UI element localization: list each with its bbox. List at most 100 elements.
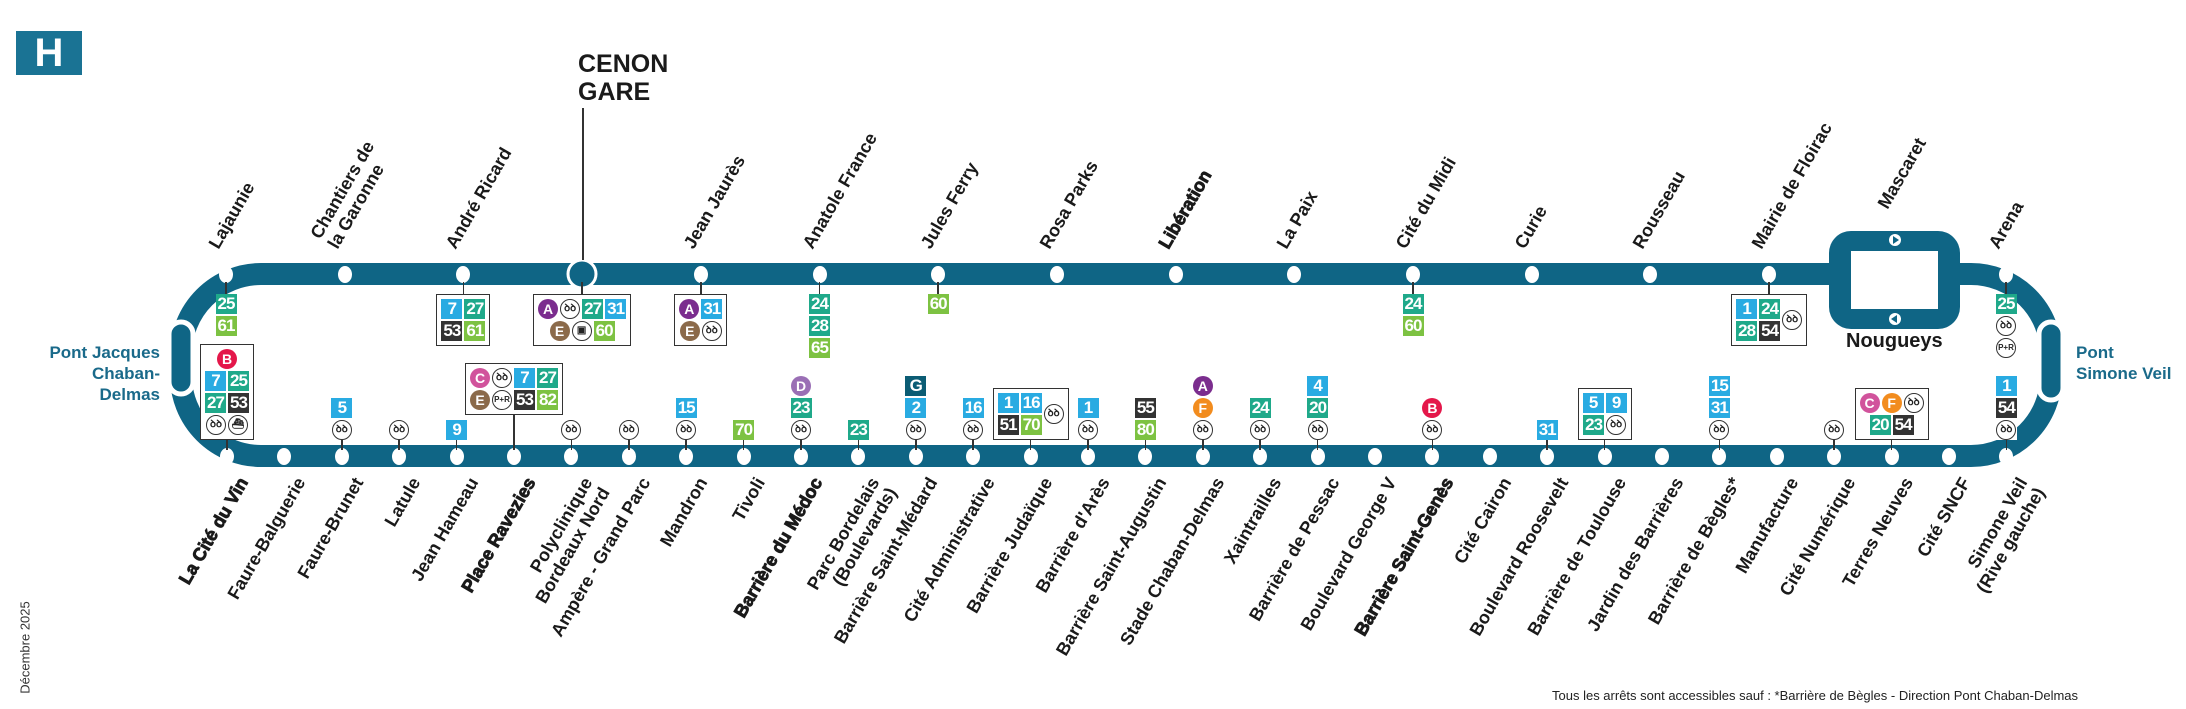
bus-line-25-badge[interactable]: 25 — [228, 371, 249, 391]
tram-line-a-badge[interactable]: A — [679, 299, 700, 319]
stop-dot[interactable] — [1253, 448, 1268, 465]
bus-line-16-badge[interactable]: 16 — [962, 398, 984, 418]
bus-line-16-badge[interactable]: 16 — [1020, 393, 1042, 413]
stop-dot[interactable] — [1827, 448, 1842, 465]
stop-dot[interactable] — [1942, 448, 1956, 465]
bus-line-2-badge[interactable]: 2 — [905, 398, 927, 418]
stop-dot[interactable] — [1769, 448, 1784, 465]
bus-line-25-badge[interactable]: 25 — [1995, 294, 2017, 314]
stop-dot[interactable] — [794, 448, 808, 465]
bus-line-9-badge[interactable]: 9 — [446, 420, 468, 440]
bus-line-27-badge[interactable]: 27 — [582, 299, 604, 319]
bus-line-27-badge[interactable]: 27 — [205, 393, 226, 413]
bus-line-54-badge[interactable]: 54 — [1892, 415, 1914, 435]
tram-line-a-badge[interactable]: A — [1192, 376, 1213, 396]
bus-line-5-badge[interactable]: 5 — [331, 398, 353, 418]
stop-dot[interactable] — [908, 448, 923, 465]
stop-dot[interactable] — [564, 448, 579, 465]
tram-line-e-badge[interactable]: E — [549, 321, 570, 341]
bus-line-23-badge[interactable]: 23 — [1583, 415, 1605, 435]
bus-line-80-badge[interactable]: 80 — [1134, 420, 1156, 440]
stop-dot[interactable] — [966, 448, 981, 465]
tram-line-c-badge[interactable]: C — [470, 368, 490, 388]
bus-line-54-badge[interactable]: 54 — [1759, 321, 1781, 341]
tram-line-e-badge[interactable]: E — [470, 390, 490, 410]
bus-line-4-badge[interactable]: 4 — [1307, 376, 1329, 396]
bus-line-24-badge[interactable]: 24 — [1402, 294, 1424, 314]
stop-dot[interactable] — [1406, 266, 1420, 283]
stop-dot[interactable] — [1023, 448, 1038, 465]
bus-line-54-badge[interactable]: 54 — [1995, 398, 2017, 418]
bus-line-24-badge[interactable]: 24 — [1759, 299, 1781, 319]
stop-dot[interactable] — [1310, 448, 1325, 465]
bus-line-28-badge[interactable]: 28 — [1736, 321, 1758, 341]
tram-line-e-badge[interactable]: E — [679, 321, 700, 341]
bus-line-60-badge[interactable]: 60 — [593, 321, 615, 341]
bus-line-9-badge[interactable]: 9 — [1605, 393, 1627, 413]
bus-line-15-badge[interactable]: 15 — [1708, 376, 1730, 396]
stop-dot[interactable] — [392, 448, 407, 465]
bus-line-7-badge[interactable]: 7 — [205, 371, 226, 391]
stop-dot[interactable] — [1712, 448, 1727, 465]
stop-dot[interactable] — [1368, 448, 1382, 465]
bus-line-70-badge[interactable]: 70 — [1020, 415, 1042, 435]
bus-line-61-badge[interactable]: 61 — [464, 321, 486, 341]
bus-line-24-badge[interactable]: 24 — [809, 294, 830, 314]
stop-dot[interactable] — [456, 266, 471, 283]
bus-line-7-badge[interactable]: 7 — [441, 299, 463, 319]
stop-dot[interactable] — [219, 266, 233, 283]
stop-dot[interactable] — [1524, 266, 1539, 283]
stop-dot[interactable] — [1049, 266, 1064, 283]
stop-dot[interactable] — [507, 448, 521, 465]
stop-dot[interactable] — [1643, 266, 1658, 283]
bus-line-53-badge[interactable]: 53 — [228, 393, 249, 413]
bus-line-15-badge[interactable]: 15 — [675, 398, 697, 418]
stop-dot[interactable] — [851, 448, 866, 465]
stop-dot[interactable] — [1482, 448, 1497, 465]
stop-dot[interactable] — [736, 448, 751, 465]
bus-line-60-badge[interactable]: 60 — [927, 294, 949, 314]
bus-line-1-badge[interactable]: 1 — [1736, 299, 1758, 319]
bus-line-1-badge[interactable]: 1 — [1077, 398, 1099, 418]
bus-line-7-badge[interactable]: 7 — [514, 368, 535, 388]
stop-dot[interactable] — [1999, 266, 2013, 283]
stop-dot[interactable] — [1655, 448, 1669, 465]
tram-line-f-badge[interactable]: F — [1881, 393, 1902, 413]
tram-line-b-badge[interactable]: B — [1422, 398, 1443, 418]
stop-dot[interactable] — [1081, 448, 1095, 465]
tram-line-b-badge[interactable]: B — [217, 349, 237, 369]
bus-line-25-badge[interactable]: 25 — [215, 294, 237, 314]
bus-line-55-badge[interactable]: 55 — [1134, 398, 1156, 418]
tram-line-f-badge[interactable]: F — [1192, 398, 1213, 418]
stop-dot[interactable] — [1425, 448, 1440, 465]
bus-line-53-badge[interactable]: 53 — [441, 321, 463, 341]
bus-line-31-badge[interactable]: 31 — [1536, 420, 1558, 440]
stop-dot[interactable] — [1762, 266, 1777, 283]
bus-line-65-badge[interactable]: 65 — [809, 338, 830, 358]
bus-line-31-badge[interactable]: 31 — [701, 299, 723, 319]
stop-dot[interactable] — [621, 448, 636, 465]
bus-line-1-badge[interactable]: 1 — [997, 393, 1019, 413]
stop-dot[interactable] — [1287, 266, 1302, 283]
stop-dot[interactable] — [693, 266, 708, 283]
stop-dot[interactable] — [220, 448, 234, 465]
stop-dot[interactable] — [679, 448, 694, 465]
stop-dot[interactable] — [1195, 448, 1210, 465]
bus-line-23-badge[interactable]: 23 — [847, 420, 869, 440]
bus-line-82-badge[interactable]: 82 — [537, 390, 558, 410]
bus-line-51-badge[interactable]: 51 — [997, 415, 1019, 435]
stop-dot[interactable] — [1138, 448, 1153, 465]
bus-line-24-badge[interactable]: 24 — [1249, 398, 1271, 418]
stop-dot[interactable] — [1884, 448, 1899, 465]
stop-dot[interactable] — [1597, 448, 1612, 465]
bus-line-1-badge[interactable]: 1 — [1995, 376, 2017, 396]
stop-dot[interactable] — [1999, 448, 2014, 465]
tram-line-c-badge[interactable]: C — [1859, 393, 1880, 413]
bus-line-20-badge[interactable]: 20 — [1869, 415, 1891, 435]
bus-line-31-badge[interactable]: 31 — [605, 299, 627, 319]
stop-dot[interactable] — [337, 266, 352, 283]
bus-line-28-badge[interactable]: 28 — [809, 316, 830, 336]
bus-line-27-badge[interactable]: 27 — [537, 368, 558, 388]
stop-dot[interactable] — [1168, 266, 1183, 283]
bus-line-53-badge[interactable]: 53 — [514, 390, 535, 410]
